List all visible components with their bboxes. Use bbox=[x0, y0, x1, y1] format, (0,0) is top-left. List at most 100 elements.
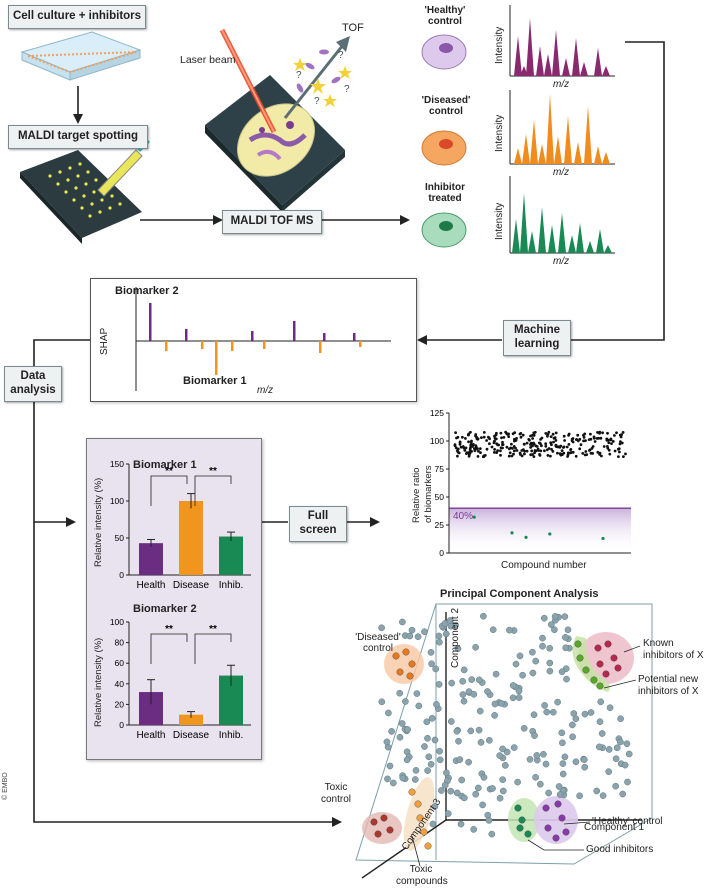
scatter-point bbox=[458, 441, 462, 445]
spectrum-peak bbox=[522, 134, 530, 164]
pca-point bbox=[476, 707, 484, 715]
pca-point bbox=[460, 794, 468, 802]
spectrum-peak bbox=[546, 94, 554, 164]
pca-point bbox=[533, 752, 541, 759]
scatter-point bbox=[549, 454, 552, 458]
scatter-point bbox=[477, 449, 480, 453]
pca-cluster-point bbox=[386, 826, 394, 834]
pca-point bbox=[425, 753, 433, 761]
pca-point bbox=[488, 830, 496, 838]
scatter-point bbox=[616, 447, 620, 451]
scatter-point bbox=[512, 445, 516, 448]
spectrum-peak bbox=[538, 207, 546, 253]
pca-title: Principal Component Analysis bbox=[440, 588, 599, 600]
shap-bar bbox=[201, 341, 204, 349]
pca-point bbox=[515, 687, 523, 695]
spectrum-peak bbox=[602, 152, 610, 164]
pca-point bbox=[561, 753, 569, 761]
pca-point bbox=[470, 690, 478, 698]
pca-point bbox=[491, 712, 498, 719]
pca-point bbox=[431, 736, 439, 744]
pca-point bbox=[457, 820, 465, 828]
scatter-point bbox=[469, 443, 473, 446]
spectrum-peak bbox=[594, 48, 602, 76]
pca-point bbox=[433, 701, 440, 708]
scatter-point bbox=[621, 431, 625, 434]
scatter-point bbox=[529, 446, 532, 449]
spectrum-peak bbox=[514, 148, 522, 164]
scatter-hit-point bbox=[548, 532, 552, 536]
pca-point bbox=[597, 698, 605, 706]
pca-point bbox=[479, 801, 486, 809]
scatter-point bbox=[518, 432, 522, 436]
pca-point bbox=[428, 714, 436, 722]
scatter-point bbox=[540, 444, 543, 448]
pca-cluster-point bbox=[590, 676, 598, 684]
scatter-point bbox=[554, 431, 558, 435]
spectrum-peak bbox=[526, 18, 534, 76]
pca-point bbox=[529, 648, 536, 656]
bar bbox=[219, 536, 243, 575]
pca-point bbox=[465, 758, 472, 766]
pca-point bbox=[411, 776, 419, 783]
inhibitor-treated-label: Inhibitor treated bbox=[425, 182, 465, 204]
pca-point bbox=[485, 736, 493, 744]
x-category-label: Inhib. bbox=[219, 580, 243, 591]
spectrum-peak bbox=[548, 225, 556, 253]
scatter-point bbox=[532, 442, 536, 446]
spectrum-peak bbox=[528, 231, 536, 253]
pca-point bbox=[612, 755, 620, 763]
scatter-point bbox=[596, 450, 600, 454]
scatter-point bbox=[554, 439, 558, 442]
spectrum-peak bbox=[558, 213, 566, 253]
spectrum-peak bbox=[576, 223, 584, 253]
scatter-point bbox=[611, 440, 615, 443]
scatter-point bbox=[464, 437, 467, 440]
scatter-point bbox=[598, 431, 601, 435]
pca-point bbox=[456, 756, 464, 763]
pca-point bbox=[509, 682, 517, 689]
scatter-point bbox=[466, 433, 470, 437]
scatter-point bbox=[456, 454, 459, 458]
pca-point bbox=[460, 697, 468, 705]
scatter-point bbox=[493, 451, 496, 454]
scatter-point bbox=[550, 448, 553, 451]
scatter-point bbox=[618, 442, 622, 446]
pca-cluster-point bbox=[594, 644, 602, 652]
scatter-point bbox=[480, 436, 483, 439]
scatter-point bbox=[463, 449, 467, 452]
spectrum-peak bbox=[596, 229, 604, 253]
scatter-point bbox=[501, 443, 504, 446]
pca-potential-label: Potential new inhibitors of X bbox=[638, 674, 699, 697]
y-tick-label: 125 bbox=[430, 408, 444, 418]
shap-label-bottom: Biomarker 1 bbox=[183, 375, 247, 387]
scatter-point bbox=[549, 435, 553, 438]
pca-point bbox=[408, 626, 416, 634]
pca-point bbox=[576, 792, 583, 800]
pca-point bbox=[485, 817, 493, 824]
pca-cluster-point bbox=[516, 824, 524, 832]
pca-point bbox=[396, 733, 404, 741]
pca-point bbox=[572, 758, 580, 766]
svg-text:?: ? bbox=[338, 50, 344, 61]
pca-point bbox=[403, 756, 411, 764]
pca-cluster-point bbox=[576, 654, 584, 662]
pca-point bbox=[460, 666, 468, 674]
scatter-point bbox=[619, 440, 622, 444]
pca-point bbox=[448, 679, 456, 687]
pca-cluster-point bbox=[408, 660, 416, 668]
shap-bar bbox=[319, 341, 322, 353]
spectrum-peak bbox=[544, 54, 552, 76]
bar bbox=[179, 714, 203, 725]
pca-cluster-point bbox=[544, 824, 552, 832]
scatter-point bbox=[508, 451, 512, 455]
scatter-point bbox=[546, 433, 550, 436]
pca-point bbox=[580, 756, 588, 764]
pca-point bbox=[435, 632, 443, 640]
pca-cluster-point bbox=[562, 828, 570, 836]
pca-point bbox=[424, 767, 431, 774]
scatter-point bbox=[569, 448, 573, 451]
pca-point bbox=[489, 626, 497, 634]
scatter-point bbox=[620, 433, 623, 437]
